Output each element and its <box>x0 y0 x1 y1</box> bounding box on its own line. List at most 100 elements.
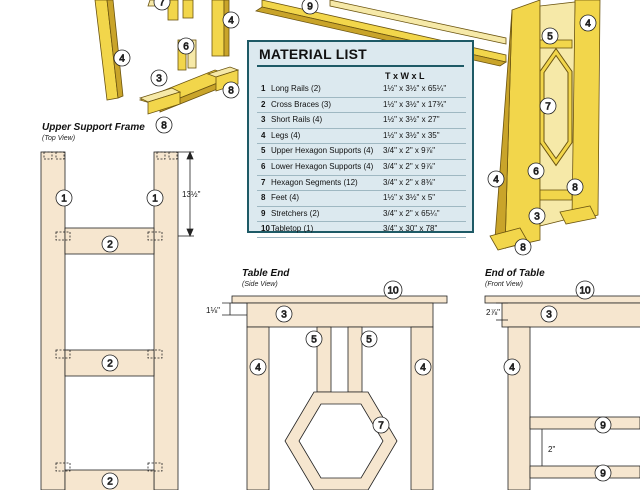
callout-3: 3 <box>156 74 162 85</box>
callout-2: 2 <box>107 477 113 488</box>
callout-1: 1 <box>61 194 67 205</box>
callout-circle <box>275 305 293 323</box>
callout-circle <box>539 97 557 115</box>
callout-3: 3 <box>546 310 552 321</box>
dimension-label: 1⅛" <box>206 306 220 315</box>
item-number: 4 <box>261 130 266 140</box>
callout-4: 4 <box>228 16 234 27</box>
callout-4: 4 <box>585 19 591 30</box>
foot-part <box>147 91 181 115</box>
callout-circle <box>575 280 595 300</box>
callout-4: 4 <box>420 363 426 374</box>
callout-10: 10 <box>579 286 591 297</box>
item-size: 1½" x 3½" x 27" <box>383 115 440 125</box>
callout-4: 4 <box>119 54 125 65</box>
upper-hexagon-support <box>347 326 363 393</box>
callout-3: 3 <box>281 310 287 321</box>
callout-9: 9 <box>600 469 606 480</box>
short-rail <box>501 302 640 328</box>
callout-circle <box>101 472 119 490</box>
long-rail <box>40 151 66 490</box>
leg <box>507 326 531 490</box>
callout-4: 4 <box>255 363 261 374</box>
item-name: Feet (4) <box>271 193 300 203</box>
table-end-title: Table End <box>242 268 290 279</box>
item-name: Hexagon Segments (12) <box>271 177 358 187</box>
table-end-subtitle: (Side View) <box>242 281 278 288</box>
item-name: Upper Hexagon Supports (4) <box>271 146 374 156</box>
callout-2: 2 <box>107 240 113 251</box>
callout-circle <box>153 0 171 11</box>
assembled-hexagon <box>540 49 572 165</box>
callout-5: 5 <box>311 335 317 346</box>
item-number: 3 <box>261 115 266 125</box>
list-item: 7 Hexagon Segments (12) 3/4" x 2" x 8⅜" <box>257 176 466 192</box>
list-item: 5 Upper Hexagon Supports (4) 3/4" x 2" x 9… <box>257 144 466 160</box>
callout-4: 4 <box>493 175 499 186</box>
callout-5: 5 <box>366 335 372 346</box>
item-size: 3/4" x 2" x 9⅞" <box>383 146 436 156</box>
callout-circle <box>360 330 378 348</box>
dimension-arrow <box>186 150 194 160</box>
upper-support-frame-subtitle: (Top View) <box>42 135 76 142</box>
callout-circle <box>541 27 559 45</box>
callout-8: 8 <box>161 121 167 132</box>
callout-circle <box>514 238 532 256</box>
table-end-drawing <box>222 295 448 490</box>
item-name: Short Rails (4) <box>271 115 323 125</box>
upper-support-frame-title: Upper Support Frame <box>42 122 145 133</box>
callout-9: 9 <box>307 2 313 13</box>
item-size: 3/4" x 2" x 8⅜" <box>383 177 436 187</box>
callout-circle <box>101 235 119 253</box>
leg <box>246 326 270 490</box>
material-list-title: MATERIAL LIST <box>259 46 367 62</box>
callout-circle <box>222 11 240 29</box>
callout-circle <box>222 81 240 99</box>
end-of-table-title: End of Table <box>485 268 545 279</box>
item-size: 3/4" x 2" x 9⅞" <box>383 161 436 171</box>
callout-7: 7 <box>378 421 384 432</box>
item-size: 1½" x 3½" x 65¼" <box>383 84 447 93</box>
assembled-end-view <box>489 0 601 251</box>
hidden-dowel-marks <box>43 151 178 472</box>
item-name: Legs (4) <box>271 130 301 140</box>
long-rail <box>153 151 179 490</box>
callout-circle <box>594 416 612 434</box>
item-size: 1½" x 3½" x 35" <box>383 130 440 140</box>
callout-circle <box>372 416 390 434</box>
item-number: 7 <box>261 177 266 187</box>
callout-10: 10 <box>387 286 399 297</box>
item-name: Lower Hexagon Supports (4) <box>271 161 374 171</box>
item-number: 6 <box>261 161 266 171</box>
leg-part <box>106 0 124 99</box>
callout-8: 8 <box>572 183 578 194</box>
item-number: 10 <box>261 224 270 234</box>
callouts: 7 9 4 6 4 3 8 8 4 5 7 6 4 8 3 8 1 1 <box>55 0 612 490</box>
callout-circle <box>301 0 319 15</box>
callout-circle <box>177 37 195 55</box>
callout-6: 6 <box>183 42 189 53</box>
short-rail <box>246 302 434 328</box>
callout-3: 3 <box>534 212 540 223</box>
callout-8: 8 <box>228 86 234 97</box>
item-name: Cross Braces (3) <box>271 99 332 109</box>
callout-circle <box>503 358 521 376</box>
callout-7: 7 <box>545 102 551 113</box>
stretcher-part <box>329 0 507 45</box>
leg-part <box>223 0 230 57</box>
item-number: 5 <box>261 146 266 156</box>
tabletop <box>484 295 640 304</box>
callout-circle <box>528 207 546 225</box>
item-size: 3/4" x 30" x 78" <box>383 224 438 234</box>
assembled-rail <box>539 189 573 201</box>
callout-1: 1 <box>152 194 158 205</box>
dimension-arrow <box>186 228 194 238</box>
callout-5: 5 <box>547 32 553 43</box>
callout-9: 9 <box>600 421 606 432</box>
stretcher <box>529 416 640 430</box>
